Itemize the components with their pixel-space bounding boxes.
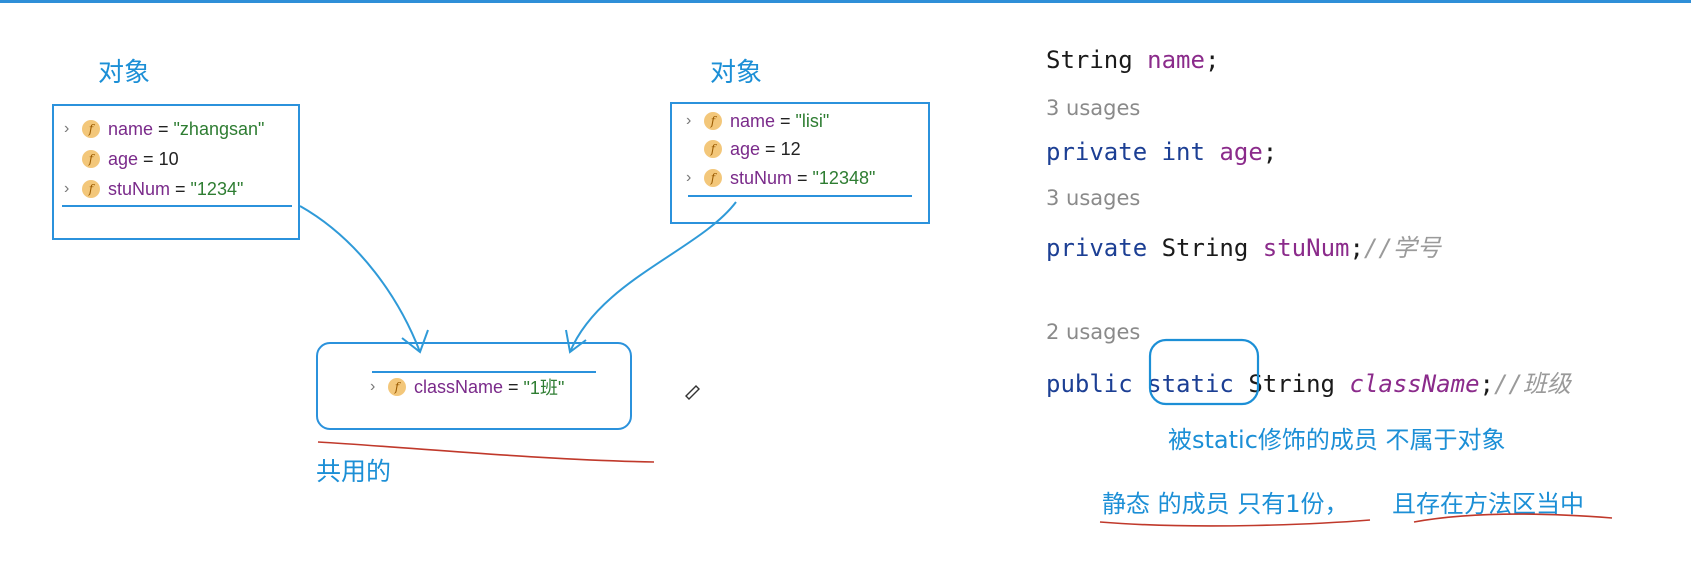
equals-sign: = [158, 118, 169, 139]
chevron-right-icon[interactable]: › [686, 169, 692, 186]
code-comment: //班级 [1493, 370, 1571, 398]
equals-sign: = [143, 148, 154, 169]
field-value: 10 [158, 148, 179, 169]
usages-hint-1[interactable]: 3 usages [1046, 96, 1141, 120]
static-keyword: static [1147, 370, 1234, 398]
modifier-keyword: public [1046, 370, 1133, 398]
field-value: "12348" [812, 167, 876, 188]
field-value: "1班" [523, 378, 565, 398]
field-name: age [730, 138, 761, 159]
pencil-cursor-icon [685, 385, 700, 400]
chevron-right-icon[interactable]: › [64, 120, 70, 137]
shared-static-box: › f className = "1班" [316, 342, 632, 430]
note-method-area: 且存在方法区当中 [1392, 490, 1584, 518]
field-name: age [108, 148, 139, 169]
field-identifier: age [1219, 138, 1263, 166]
field-icon: f [82, 180, 100, 198]
object1-field-stunum[interactable]: › f stuNum = "1234" [64, 176, 243, 202]
field-icon: f [704, 169, 722, 187]
code-line-classname: public static String className;//班级 [1046, 370, 1571, 398]
field-icon: f [704, 140, 722, 158]
shared-field-classname[interactable]: › f className = "1班" [370, 374, 564, 400]
field-name: name [730, 110, 776, 131]
code-comment: //学号 [1363, 234, 1441, 262]
modifier-keyword: private [1046, 138, 1148, 166]
type-keyword: String [1161, 234, 1249, 262]
red-underline-shared [317, 441, 655, 463]
equals-sign: = [508, 376, 519, 397]
type-keyword: String [1046, 46, 1133, 74]
chevron-right-icon[interactable]: › [686, 112, 692, 129]
chevron-right-icon[interactable]: › [370, 378, 376, 395]
object2-field-stunum[interactable]: › f stuNum = "12348" [686, 165, 875, 191]
field-identifier: name [1147, 46, 1205, 74]
arrow-object1-to-shared [299, 205, 421, 353]
object2-field-name[interactable]: › f name = "lisi" [686, 108, 829, 134]
note-static-one-copy: 静态 的成员 只有1份， [1102, 490, 1349, 518]
object-label-1: 对象 [98, 58, 151, 88]
equals-sign: = [175, 178, 186, 199]
object2-field-age[interactable]: f age = 12 [686, 136, 801, 162]
field-identifier: stuNum [1262, 234, 1350, 262]
top-border-line [0, 0, 1691, 3]
field-name: name [108, 118, 154, 139]
object2-box: › f name = "lisi" f age = 12 › f stuNum … [670, 102, 930, 224]
code-line-age: private int age; [1046, 138, 1278, 166]
modifier-keyword: private [1046, 234, 1148, 262]
object1-box: › f name = "zhangsan" f age = 10 › f stu… [52, 104, 300, 240]
equals-sign: = [765, 138, 776, 159]
object1-field-age[interactable]: f age = 10 [64, 146, 179, 172]
field-value: "1234" [190, 178, 244, 199]
shared-label: 共用的 [316, 457, 392, 486]
type-keyword: String [1248, 370, 1336, 398]
object-label-2: 对象 [710, 58, 763, 88]
field-identifier: className [1349, 370, 1480, 398]
field-value: "lisi" [795, 110, 830, 131]
field-icon: f [82, 120, 100, 138]
chevron-right-icon[interactable]: › [64, 180, 70, 197]
object1-field-name[interactable]: › f name = "zhangsan" [64, 116, 264, 142]
note-static-not-object: 被static修饰的成员 不属于对象 [1168, 426, 1506, 454]
field-name: stuNum [730, 167, 793, 188]
arrow-object2-to-shared [569, 201, 737, 353]
field-name: className [414, 376, 504, 397]
field-value: 12 [780, 138, 801, 159]
usages-hint-3[interactable]: 2 usages [1046, 320, 1141, 344]
arrowhead-1 [401, 329, 429, 354]
code-line-name: String name; [1046, 46, 1220, 74]
field-value: "zhangsan" [173, 118, 265, 139]
arrowhead-2 [565, 329, 587, 354]
field-icon: f [704, 112, 722, 130]
code-line-stunum: private String stuNum;//学号 [1046, 234, 1441, 262]
field-icon: f [388, 378, 406, 396]
static-highlight-circle [1148, 338, 1260, 406]
equals-sign: = [797, 167, 808, 188]
red-underline-note-a [1099, 519, 1371, 527]
field-name: stuNum [108, 178, 171, 199]
usages-hint-2[interactable]: 3 usages [1046, 186, 1141, 210]
type-keyword: int [1161, 138, 1205, 166]
red-underline-note-b [1413, 513, 1613, 523]
field-icon: f [82, 150, 100, 168]
equals-sign: = [780, 110, 791, 131]
